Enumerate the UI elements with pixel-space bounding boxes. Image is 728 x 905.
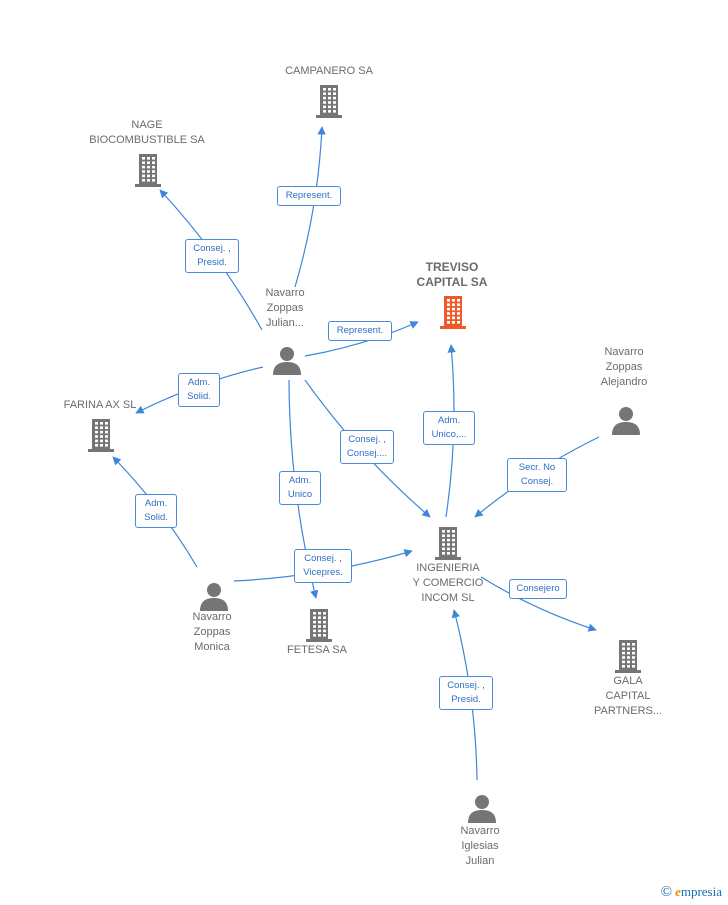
copyright-symbol: © xyxy=(660,884,673,900)
building-icon xyxy=(306,609,332,642)
node-label-gala[interactable]: GALA CAPITAL PARTNERS... xyxy=(593,675,663,717)
node-alejandro[interactable] xyxy=(611,405,641,440)
edge-label-monica-to-ingenieria[interactable]: Consej. , Vicepres. xyxy=(294,549,352,583)
node-label-campanero[interactable]: CAMPANERO SA xyxy=(285,65,373,77)
person-icon xyxy=(612,407,640,435)
building-icon xyxy=(435,527,461,560)
edge-label-julian-to-treviso[interactable]: Represent. xyxy=(328,321,392,341)
edge-label-iglesias-to-ingenieria[interactable]: Consej. , Presid. xyxy=(439,676,493,710)
edge-label-ingenieria-to-gala[interactable]: Consejero xyxy=(509,579,567,599)
edge-julian-to-treviso xyxy=(304,321,419,357)
brand-name: mpresia xyxy=(680,884,722,899)
edge-julian-to-campanero xyxy=(294,126,326,288)
edge-label-ingenieria-to-treviso[interactable]: Adm. Unico,... xyxy=(423,411,475,445)
edge-label-julian-to-farina[interactable]: Adm. Solid. xyxy=(178,373,220,407)
node-label-julian[interactable]: Navarro Zoppas Julian... xyxy=(265,287,305,329)
edge-ingenieria-to-gala xyxy=(480,576,597,632)
node-farina[interactable] xyxy=(85,417,117,458)
brand-initial: e xyxy=(675,884,681,899)
node-label-farina[interactable]: FARINA AX SL xyxy=(63,399,137,411)
node-campanero[interactable] xyxy=(313,83,345,124)
node-ingenieria[interactable] xyxy=(432,525,464,566)
node-nage[interactable] xyxy=(132,152,164,193)
building-icon xyxy=(440,296,466,329)
node-label-monica[interactable]: Navarro Zoppas Monica xyxy=(192,611,232,653)
edge-label-julian-to-campanero[interactable]: Represent. xyxy=(277,186,341,206)
person-icon xyxy=(273,347,301,375)
building-icon xyxy=(88,419,114,452)
node-label-treviso[interactable]: TREVISO CAPITAL SA xyxy=(416,260,488,289)
node-iglesias[interactable] xyxy=(467,793,497,828)
node-treviso[interactable] xyxy=(437,294,469,335)
edge-label-alejandro-to-ingenieria[interactable]: Secr. No Consej. xyxy=(507,458,567,492)
edge-label-julian-to-ingenieria[interactable]: Consej. , Consej.... xyxy=(340,430,394,464)
edge-label-julian-to-nage[interactable]: Consej. , Presid. xyxy=(185,239,239,273)
brand-logo[interactable]: ©empresia xyxy=(661,884,722,901)
building-icon xyxy=(316,85,342,118)
building-icon xyxy=(135,154,161,187)
node-label-ingenieria[interactable]: INGENIERIA Y COMERCIO INCOM SL xyxy=(412,562,484,604)
edge-label-julian-to-fetesa[interactable]: Adm. Unico xyxy=(279,471,321,505)
node-monica[interactable] xyxy=(199,581,229,616)
person-icon xyxy=(468,795,496,823)
edge-label-monica-to-farina[interactable]: Adm. Solid. xyxy=(135,494,177,528)
node-label-alejandro[interactable]: Navarro Zoppas Alejandro xyxy=(600,346,648,388)
node-label-iglesias[interactable]: Navarro Iglesias Julian xyxy=(460,825,500,867)
node-gala[interactable] xyxy=(612,638,644,679)
node-label-fetesa[interactable]: FETESA SA xyxy=(287,644,347,656)
node-fetesa[interactable] xyxy=(303,607,335,648)
building-icon xyxy=(615,640,641,673)
node-julian[interactable] xyxy=(272,345,302,380)
person-icon xyxy=(200,583,228,611)
node-label-nage[interactable]: NAGE BIOCOMBUSTIBLE SA xyxy=(89,119,205,146)
